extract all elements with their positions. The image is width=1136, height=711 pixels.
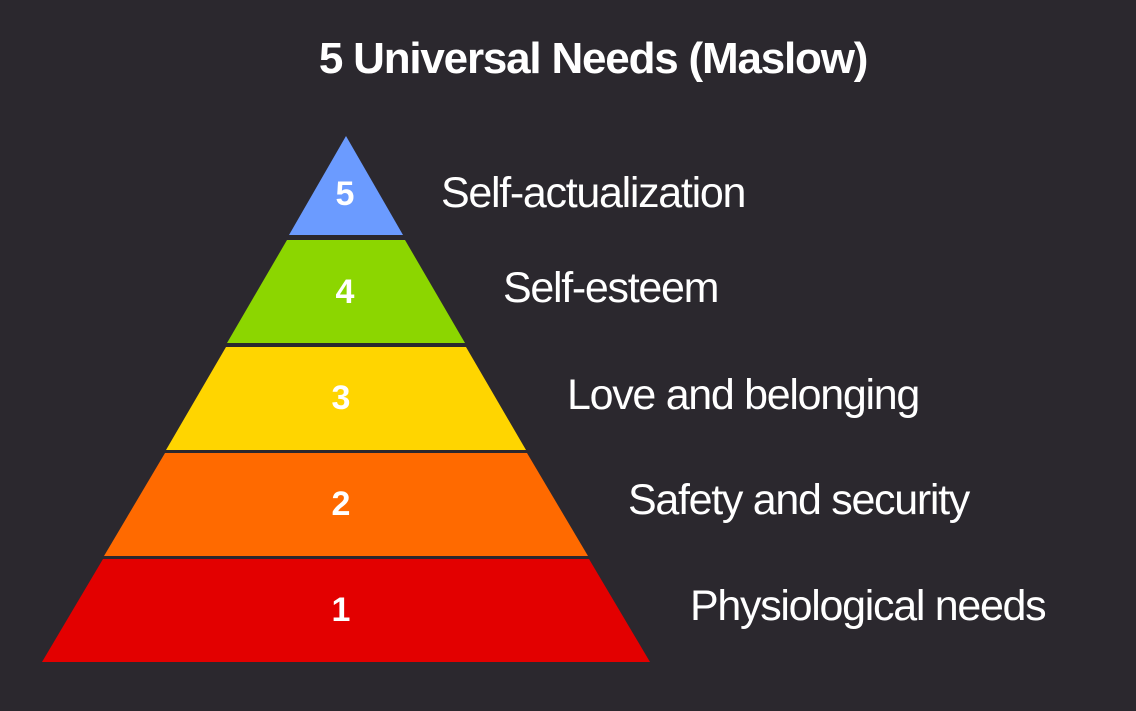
level-label-2: Safety and security	[628, 476, 970, 524]
level-label-4: Self-esteem	[503, 264, 719, 312]
level-number-3: 3	[332, 379, 351, 417]
level-number-4: 4	[336, 273, 355, 311]
level-number-2: 2	[332, 485, 351, 523]
pyramid-band-1	[42, 559, 650, 662]
level-number-1: 1	[332, 591, 351, 629]
pyramid-band-3	[166, 347, 526, 450]
pyramid-band-5	[289, 136, 403, 235]
level-number-5: 5	[336, 175, 355, 213]
level-label-1: Physiological needs	[690, 582, 1047, 630]
level-label-5: Self-actualization	[441, 169, 746, 217]
page-title: 5 Universal Needs (Maslow)	[318, 34, 869, 83]
pyramid-band-4	[227, 240, 465, 343]
level-label-3: Love and belonging	[567, 371, 920, 419]
pyramid-band-2	[104, 453, 588, 556]
